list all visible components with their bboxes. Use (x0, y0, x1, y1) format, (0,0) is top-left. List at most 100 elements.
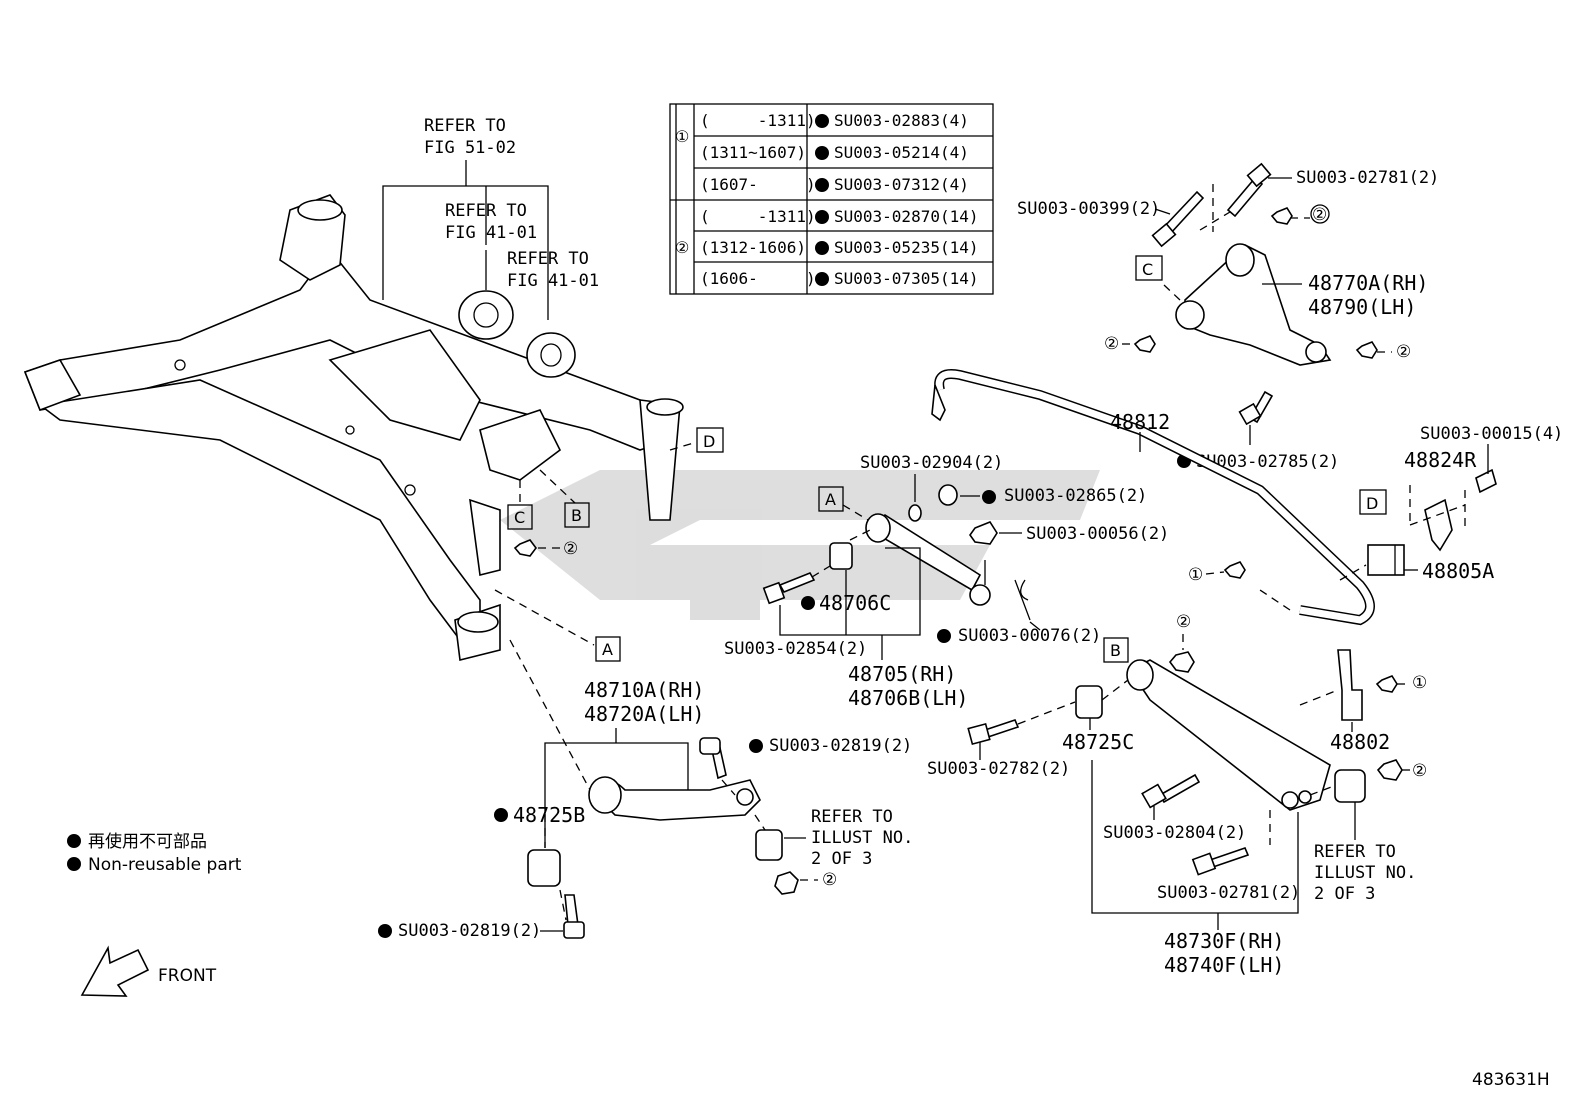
table-row-part: SU003-05235(14) (834, 238, 979, 257)
table-row-range: ( -1311) (700, 111, 816, 130)
box-b-right: B (1110, 641, 1121, 660)
table-row-range: ( -1311) (700, 207, 816, 226)
ref-fig-41-01a-l1: REFER TO (445, 201, 527, 221)
non-reusable-dot (815, 272, 829, 286)
box-d-right: D (1366, 494, 1378, 513)
circle-2-marker: ② (822, 870, 837, 890)
rear-suspension-member (23, 194, 684, 661)
ref-illust-right-l1: REFER TO (1314, 842, 1396, 862)
label-su003-02865: SU003-02865(2) (1004, 486, 1147, 506)
label-su003-00076: SU003-00076(2) (958, 626, 1101, 646)
circle-2-marker: ② (1104, 334, 1119, 354)
label-48740f-lh: 48740F(LH) (1164, 953, 1284, 977)
legend-english: Non-reusable part (88, 855, 242, 875)
label-su003-02854: SU003-02854(2) (724, 639, 867, 659)
box-c-upper: C (1142, 260, 1153, 279)
label-su003-02904: SU003-02904(2) (860, 453, 1003, 473)
non-reusable-dot (801, 596, 815, 610)
circle-2-marker: ② (1312, 205, 1327, 225)
table-group1-marker: ① (675, 127, 689, 146)
legend-japanese: 再使用不可部品 (88, 831, 207, 852)
circle-2-marker: ② (563, 539, 578, 559)
drawing-number: 483631H (1472, 1070, 1550, 1090)
ref-illust-left-l3: 2 OF 3 (811, 849, 872, 869)
refer-brackets (382, 160, 549, 320)
box-d-left: D (703, 432, 715, 451)
label-48805a: 48805A (1422, 559, 1494, 583)
non-reusable-dot (67, 834, 81, 848)
label-48710a-rh: 48710A(RH) (584, 678, 704, 702)
table-row-part: SU003-02883(4) (834, 111, 969, 130)
non-reusable-dot (67, 857, 81, 871)
toe-control-link-group (762, 484, 1031, 621)
ref-fig-41-01a-l2: FIG 41-01 (445, 223, 537, 243)
non-reusable-dot (815, 210, 829, 224)
table-group2-marker: ② (675, 238, 689, 257)
non-reusable-dot (494, 808, 508, 822)
lower-control-arm-group (967, 651, 1403, 876)
table-row-range: (1606- ) (700, 269, 816, 288)
label-48812: 48812 (1110, 410, 1170, 434)
rear-upper-arm-group (509, 639, 799, 939)
label-su003-00399: SU003-00399(2) (1017, 199, 1160, 219)
label-su003-02819-a: SU003-02819(2) (769, 736, 912, 756)
ref-illust-right-l3: 2 OF 3 (1314, 884, 1375, 904)
non-reusable-dot (815, 241, 829, 255)
label-su003-00015: SU003-00015(4) (1420, 424, 1563, 444)
stabilizer-bar-group (931, 369, 1497, 721)
non-reusable-dot (815, 146, 829, 160)
ref-fig-51-02-l2: FIG 51-02 (424, 138, 516, 158)
non-reusable-dot (749, 739, 763, 753)
box-c-left: C (514, 508, 525, 527)
part-number-table: ① ② ( -1311) (1311~1607) (1607- ) ( -131… (669, 103, 994, 295)
table-row-range: (1312-1606) (700, 238, 806, 257)
label-48790-lh: 48790(LH) (1308, 295, 1416, 319)
box-a-center: A (825, 490, 836, 509)
ref-fig-41-01b-l1: REFER TO (507, 249, 589, 269)
non-reusable-dot (982, 490, 996, 504)
label-su003-02819-b: SU003-02819(2) (398, 921, 541, 941)
ref-illust-left-l1: REFER TO (811, 807, 893, 827)
circle-1-marker: ① (1412, 673, 1427, 693)
table-row-range: (1607- ) (700, 175, 816, 194)
label-su003-02781-bottom: SU003-02781(2) (1157, 883, 1300, 903)
ref-fig-41-01b-l2: FIG 41-01 (507, 271, 599, 291)
label-48730f-rh: 48730F(RH) (1164, 929, 1284, 953)
label-48802: 48802 (1330, 730, 1390, 754)
label-48720a-lh: 48720A(LH) (584, 702, 704, 726)
label-su003-02781-top: SU003-02781(2) (1296, 168, 1439, 188)
circle-1-marker: ① (1188, 565, 1203, 585)
label-48705-rh: 48705(RH) (848, 662, 956, 686)
table-row-range: (1311~1607) (700, 143, 806, 162)
label-48706c: 48706C (819, 591, 891, 615)
box-a-left: A (602, 640, 613, 659)
label-48770a-rh: 48770A(RH) (1308, 271, 1428, 295)
label-48725c: 48725C (1062, 730, 1134, 754)
table-row-part: SU003-05214(4) (834, 143, 969, 162)
table-row-part: SU003-07312(4) (834, 175, 969, 194)
circle-2-marker: ② (1176, 612, 1191, 632)
non-reusable-dot (815, 178, 829, 192)
front-label: FRONT (158, 966, 217, 986)
non-reusable-dot (937, 629, 951, 643)
label-su003-02782: SU003-02782(2) (927, 759, 1070, 779)
ref-illust-left-l2: ILLUST NO. (811, 828, 913, 848)
circle-2-marker: ② (1396, 342, 1411, 362)
label-su003-02785: SU003-02785(2) (1196, 452, 1339, 472)
label-48824r: 48824R (1404, 448, 1477, 472)
circle-2-marker: ② (1412, 761, 1427, 781)
non-reusable-dot (815, 114, 829, 128)
label-su003-00056: SU003-00056(2) (1026, 524, 1169, 544)
upper-control-arm-group (1133, 162, 1378, 426)
label-su003-02804: SU003-02804(2) (1103, 823, 1246, 843)
label-48725b: 48725B (513, 803, 585, 827)
label-48706b-lh: 48706B(LH) (848, 686, 968, 710)
front-arrow-icon (80, 945, 150, 997)
non-reusable-dot (378, 924, 392, 938)
ref-illust-right-l2: ILLUST NO. (1314, 863, 1416, 883)
table-row-part: SU003-02870(14) (834, 207, 979, 226)
table-row-part: SU003-07305(14) (834, 269, 979, 288)
box-b-left: B (571, 506, 582, 525)
ref-fig-51-02-l1: REFER TO (424, 116, 506, 136)
